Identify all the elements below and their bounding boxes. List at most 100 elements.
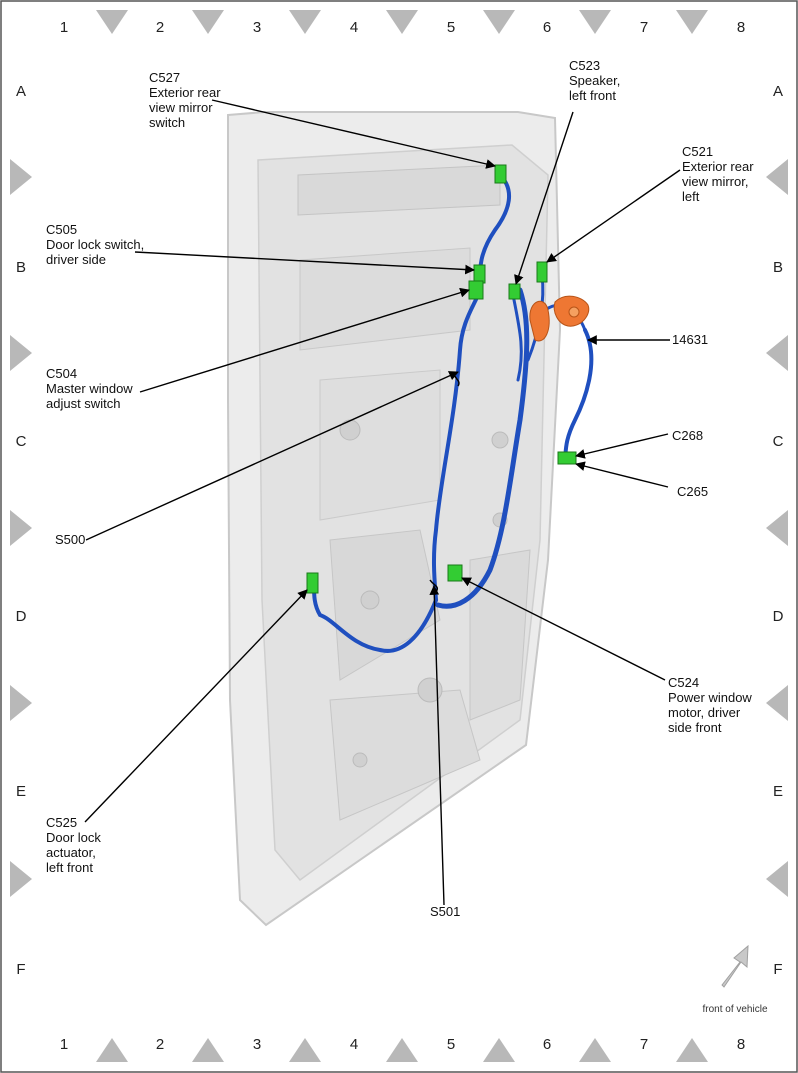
callout-c521-line-4: left xyxy=(682,189,700,204)
connector-c523 xyxy=(508,283,521,300)
callout-s501: S501 xyxy=(430,904,460,919)
grid-row-left-E: E xyxy=(16,783,26,800)
marker-top-7 xyxy=(676,10,708,34)
grid-col-top-7: 7 xyxy=(640,19,648,36)
callout-c505-line-2: Door lock switch, xyxy=(46,237,144,252)
connector-c268-c265 xyxy=(557,451,577,465)
callout-c505-line-3: driver side xyxy=(46,252,106,267)
connectors xyxy=(306,164,577,594)
callout-c504-line-2: Master window xyxy=(46,381,133,396)
grid-col-bottom-7: 7 xyxy=(640,1036,648,1053)
door-panel xyxy=(227,111,562,927)
callout-c524-line-2: Power window xyxy=(668,690,752,705)
leader-c527 xyxy=(211,99,496,169)
marker-right-3 xyxy=(766,510,788,546)
marker-left-1 xyxy=(10,159,32,195)
leader-c521 xyxy=(546,169,681,263)
grid-row-left-B: B xyxy=(16,259,26,276)
marker-top-6 xyxy=(579,10,611,34)
leader-s500 xyxy=(85,371,459,541)
connector-c505 xyxy=(473,264,486,284)
connector-c525 xyxy=(306,572,319,594)
callout-c525-line-2: Door lock xyxy=(46,830,101,845)
front-of-vehicle-indicator: front of vehicle xyxy=(702,944,768,1015)
marker-top-4 xyxy=(386,10,418,34)
callout-s501-line-1: S501 xyxy=(430,904,460,919)
connector-c504 xyxy=(468,280,484,300)
marker-bottom-6 xyxy=(579,1038,611,1062)
callout-c523-line-1: C523 xyxy=(569,58,600,73)
callout-c521-line-1: C521 xyxy=(682,144,713,159)
marker-right-1 xyxy=(766,159,788,195)
grid-col-bottom-8: 8 xyxy=(737,1036,745,1053)
callout-c505-line-1: C505 xyxy=(46,222,77,237)
callout-c524-line-1: C524 xyxy=(668,675,699,690)
callout-c521-line-2: Exterior rear xyxy=(682,159,754,174)
marker-bottom-7 xyxy=(676,1038,708,1062)
callout-c525-line-1: C525 xyxy=(46,815,77,830)
callout-n14631: 14631 xyxy=(672,332,708,347)
grid-row-left-F: F xyxy=(16,961,25,978)
marker-bottom-3 xyxy=(289,1038,321,1062)
grid-col-top-1: 1 xyxy=(60,19,68,36)
grid-col-bottom-5: 5 xyxy=(447,1036,455,1053)
grid-row-right-C: C xyxy=(773,433,784,450)
marker-bottom-4 xyxy=(386,1038,418,1062)
grid-markers xyxy=(10,10,788,1062)
callout-c527-line-4: switch xyxy=(149,115,185,130)
callout-s500: S500 xyxy=(55,532,85,547)
callout-c524-line-4: side front xyxy=(668,720,722,735)
grid-col-bottom-4: 4 xyxy=(350,1036,358,1053)
grid-col-bottom-1: 1 xyxy=(60,1036,68,1053)
marker-left-4 xyxy=(10,685,32,721)
grid-row-left-C: C xyxy=(16,433,27,450)
callout-c521-line-3: view mirror, xyxy=(682,174,748,189)
connector-c527 xyxy=(494,164,507,184)
leader-c524 xyxy=(461,577,666,681)
grid-col-bottom-6: 6 xyxy=(543,1036,551,1053)
marker-bottom-5 xyxy=(483,1038,515,1062)
grid-col-top-2: 2 xyxy=(156,19,164,36)
callout-c268: C268 xyxy=(672,428,703,443)
callout-c268-line-1: C268 xyxy=(672,428,703,443)
callout-c525-line-3: actuator, xyxy=(46,845,96,860)
callout-c527-line-1: C527 xyxy=(149,70,180,85)
callout-c504-line-3: adjust switch xyxy=(46,396,120,411)
callout-c265-line-1: C265 xyxy=(677,484,708,499)
arrow-icon xyxy=(721,944,749,988)
grid-row-right-F: F xyxy=(773,961,782,978)
callout-c524-line-3: motor, driver xyxy=(668,705,741,720)
grid-row-right-B: B xyxy=(773,259,783,276)
grid-col-bottom-3: 3 xyxy=(253,1036,261,1053)
connector-c521 xyxy=(536,261,548,283)
marker-left-3 xyxy=(10,510,32,546)
grid-row-right-A: A xyxy=(773,83,783,100)
callout-c527-line-2: Exterior rear xyxy=(149,85,221,100)
marker-left-5 xyxy=(10,861,32,897)
connector-c524 xyxy=(447,564,463,582)
leader-c523 xyxy=(514,111,574,285)
leader-c268 xyxy=(575,433,669,459)
grid-col-top-8: 8 xyxy=(737,19,745,36)
component-14631 xyxy=(529,295,590,342)
marker-top-3 xyxy=(289,10,321,34)
leader-s501 xyxy=(429,585,445,906)
leader-c504 xyxy=(139,287,470,393)
marker-bottom-1 xyxy=(96,1038,128,1062)
leader-c505 xyxy=(134,251,475,275)
callout-c523-line-2: Speaker, xyxy=(569,73,620,88)
grid-col-bottom-2: 2 xyxy=(156,1036,164,1053)
marker-top-5 xyxy=(483,10,515,34)
callout-c523-line-3: left front xyxy=(569,88,616,103)
wiring-harness xyxy=(312,173,594,653)
